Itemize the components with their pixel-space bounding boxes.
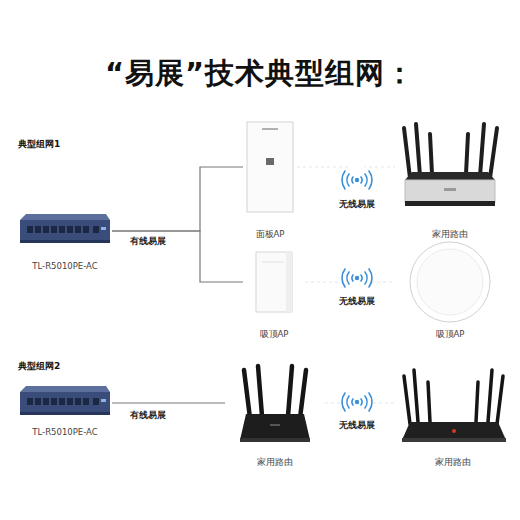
device-label: 家用路由: [435, 457, 471, 468]
switch-illustration: [20, 214, 110, 243]
device-node: TL-R5010PE-AC: [18, 214, 112, 272]
link-label: 无线易展: [335, 420, 379, 432]
device-node: 家用路由: [225, 362, 325, 468]
wireless-link: [297, 166, 395, 167]
section-heading: 典型组网2: [18, 360, 60, 373]
device-node: TL-R5010PE-AC: [18, 384, 112, 438]
link-label: 无线易展: [335, 199, 379, 211]
device-label: 家用路由: [257, 457, 293, 468]
device-label: 家用路由: [432, 229, 468, 240]
device-label: TL-R5010PE-AC: [32, 427, 97, 438]
cable-link: [112, 231, 243, 282]
wifi-symbol: [342, 263, 372, 293]
cable-link: [112, 402, 225, 403]
wifi-symbol: [342, 165, 372, 195]
cable-link: [112, 167, 243, 231]
device-node: 面板AP: [243, 118, 297, 240]
router-illustration: [240, 366, 310, 442]
device-label: 面板AP: [256, 229, 285, 240]
device-node: 吸顶AP: [395, 238, 505, 340]
device-label: TL-R5010PE-AC: [32, 261, 97, 272]
device-label: 吸顶AP: [260, 329, 289, 340]
switch-illustration: [20, 386, 110, 415]
device-node: 吸顶AP: [243, 248, 305, 340]
device-label: 吸顶AP: [436, 329, 465, 340]
link-label: 无线易展: [335, 296, 379, 308]
wifi-symbol: [342, 387, 372, 417]
device-node: 家用路由: [395, 118, 505, 240]
link-label: 有线易展: [126, 236, 170, 248]
router-illustration: [402, 370, 506, 442]
link-label: 有线易展: [126, 410, 170, 422]
section-heading: 典型组网1: [18, 138, 60, 151]
router-illustration: [404, 124, 497, 206]
ceiling-ap-illustration: [410, 242, 490, 322]
ceiling-ap-illustration: [256, 252, 292, 312]
panel-ap-illustration: [247, 122, 293, 212]
wireless-link: [305, 281, 395, 282]
wireless-link: [325, 402, 395, 403]
device-node: 家用路由: [395, 362, 510, 468]
diagram-title: “易展”技术典型组网：: [0, 54, 520, 94]
